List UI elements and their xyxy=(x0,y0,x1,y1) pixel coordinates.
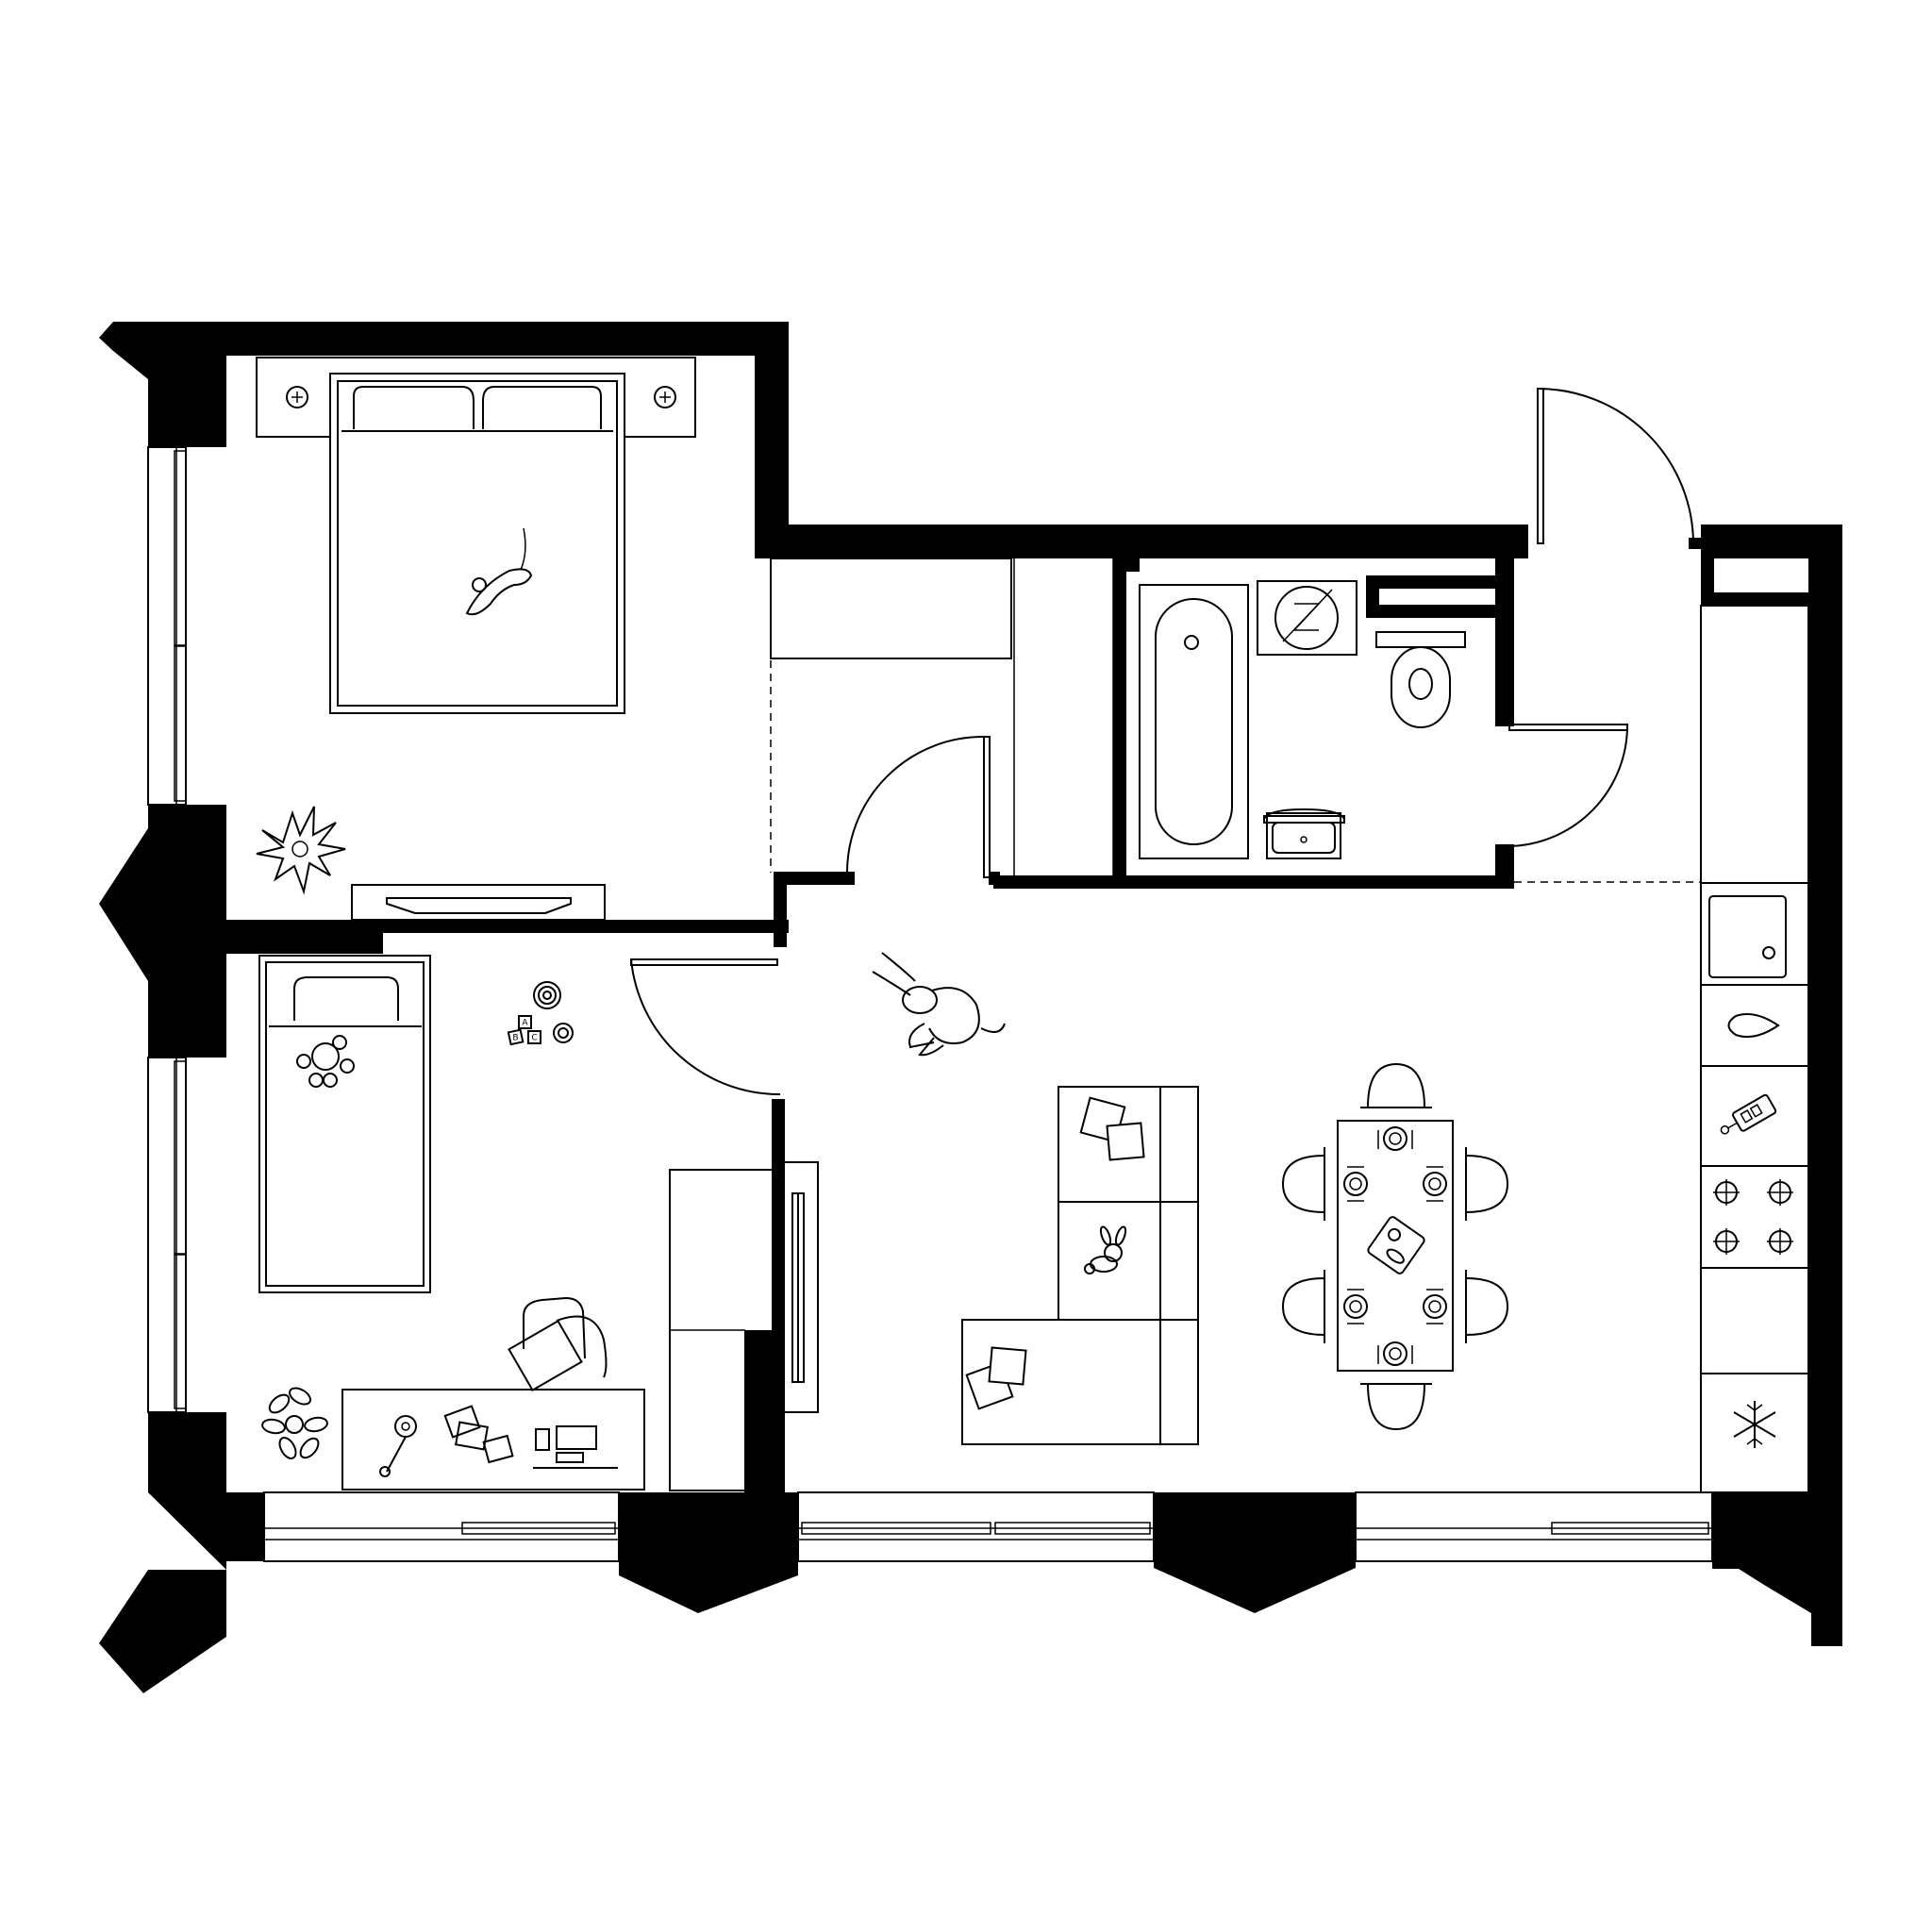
tv-stand xyxy=(782,1161,819,1413)
teddy-bear-icon xyxy=(296,1035,355,1088)
svg-text:B: B xyxy=(512,1034,518,1043)
toy-rings-icon xyxy=(533,981,574,1043)
bedroom xyxy=(256,357,696,921)
kitchen-sink xyxy=(1700,882,1809,986)
toy-blocks-icon: A B C xyxy=(507,1015,541,1046)
computer-icon xyxy=(533,1425,618,1469)
lamp-icon xyxy=(286,386,308,408)
double-bed xyxy=(329,373,625,714)
plant-icon xyxy=(261,1387,328,1459)
stove xyxy=(1700,1165,1809,1269)
washing-machine xyxy=(1257,580,1357,656)
tv-cabinet xyxy=(351,884,606,921)
water-drop-icon xyxy=(1727,1013,1780,1038)
cat-icon xyxy=(465,527,533,616)
desk-chair xyxy=(508,1296,608,1392)
desk-lamp-icon xyxy=(379,1415,417,1477)
fridge xyxy=(1700,1373,1809,1493)
kitchen xyxy=(1700,605,1809,1493)
plant-icon xyxy=(256,806,346,895)
svg-text:C: C xyxy=(531,1034,537,1043)
living-room xyxy=(782,952,1509,1445)
desk xyxy=(341,1389,645,1491)
doors xyxy=(630,388,1702,1096)
dog-icon xyxy=(872,952,1006,1057)
windows xyxy=(147,446,1713,1562)
bathtub xyxy=(1139,584,1249,859)
walls xyxy=(99,322,1842,1693)
toilet xyxy=(1375,631,1466,728)
corridor xyxy=(770,558,1114,875)
sofa xyxy=(961,1086,1199,1445)
wardrobe xyxy=(770,558,1012,659)
bathroom xyxy=(1139,580,1466,859)
sink xyxy=(1263,808,1345,859)
snowflake-icon xyxy=(1733,1401,1776,1448)
tall-cabinet xyxy=(1700,605,1809,884)
dining-table xyxy=(1281,1062,1509,1431)
bunny-toy-icon xyxy=(1084,1225,1127,1274)
kids-room: A B C xyxy=(258,955,774,1491)
cutting-board-icon xyxy=(1720,1093,1777,1135)
books-icon xyxy=(443,1405,514,1464)
lamp-icon xyxy=(654,386,676,408)
svg-text:A: A xyxy=(522,1019,528,1028)
burner-icon xyxy=(1713,1179,1793,1255)
single-bed xyxy=(258,955,431,1293)
